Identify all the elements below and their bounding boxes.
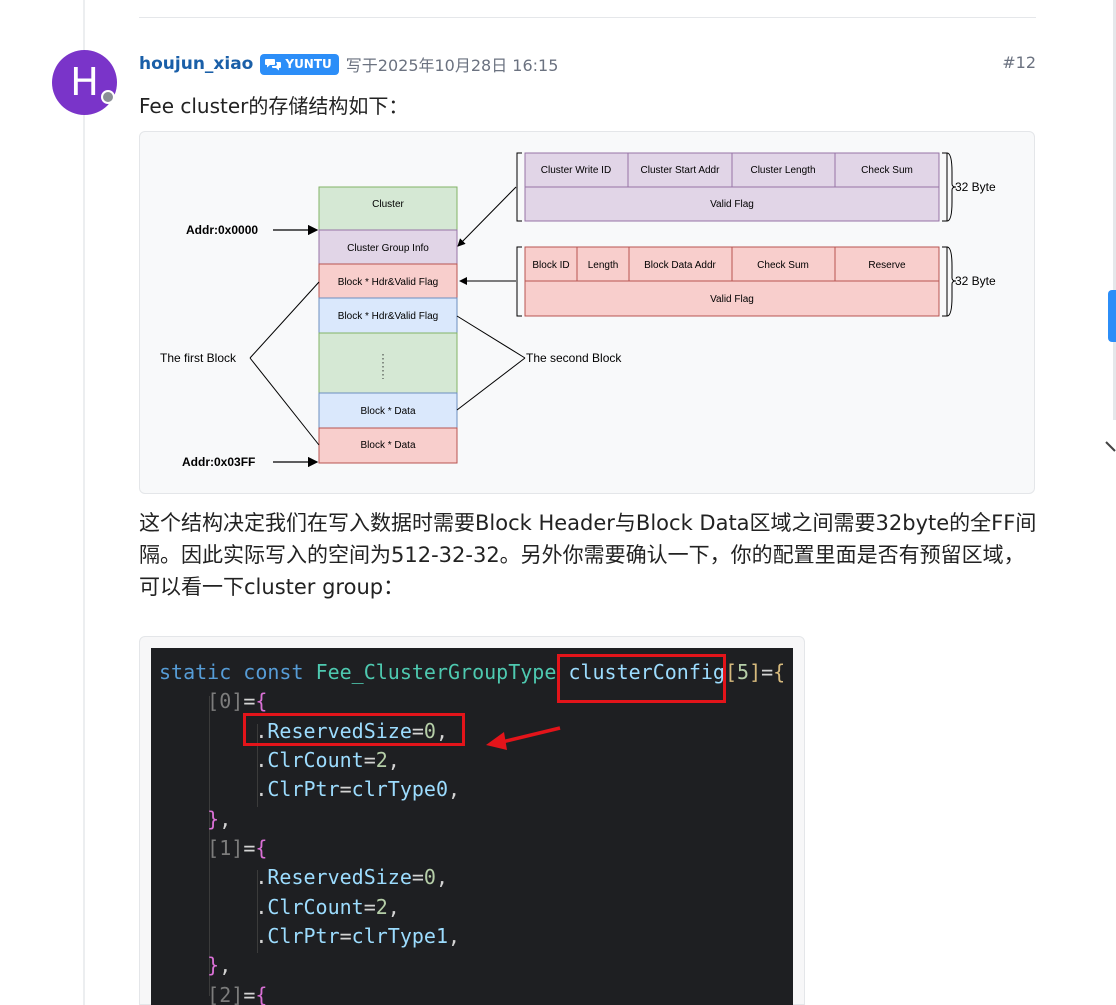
code-line-12: [2]={ xyxy=(207,983,268,1005)
red-arrow-icon xyxy=(486,726,561,750)
stack-label-1: Cluster Group Info xyxy=(347,243,429,254)
chevron-icon[interactable] xyxy=(1104,440,1116,462)
stack-label-5: Block * Data xyxy=(360,406,415,417)
stack-free-box xyxy=(318,332,458,394)
timeline-line xyxy=(83,0,85,1005)
cluster-size-label: 32 Byte xyxy=(955,180,996,194)
cluster-valid-flag: Valid Flag xyxy=(710,199,754,210)
indent-guide xyxy=(209,696,210,996)
block-field-4: Reserve xyxy=(868,260,906,271)
diagram-image[interactable]: Cluster Cluster Group Info Block * Hdr&V… xyxy=(139,131,1035,494)
second-block-line-up xyxy=(456,315,526,359)
stack-data2-box xyxy=(318,427,458,464)
avatar-letter: H xyxy=(70,60,99,104)
highlight-clusterconfig xyxy=(557,654,726,703)
status-dot xyxy=(101,90,115,104)
chat-bubbles-icon xyxy=(265,58,282,71)
intro-text: Fee cluster的存储结构如下： xyxy=(139,94,409,118)
post-header: houjun_xiao YUNTU 写于2025年10月28日 16:15 xyxy=(139,52,558,76)
cluster-field-3: Check Sum xyxy=(861,165,913,176)
code-line-8: .ReservedSize=0, xyxy=(255,865,449,889)
cluster-field-2: Cluster Length xyxy=(750,165,815,176)
post-divider xyxy=(139,17,1036,18)
cluster-field-0: Cluster Write ID xyxy=(541,165,611,176)
group-badge[interactable]: YUNTU xyxy=(260,53,339,75)
code-line-5: .ClrPtr=clrType0, xyxy=(255,777,461,801)
code-line-6: }, xyxy=(207,807,232,831)
stack-group-box xyxy=(318,229,458,265)
code-line-1: static const Fee_ClusterGroupType cluste… xyxy=(159,660,786,684)
storage-structure-diagram: Cluster Cluster Group Info Block * Hdr&V… xyxy=(160,152,996,469)
block-size-brace xyxy=(946,246,957,317)
badge-label: YUNTU xyxy=(285,57,332,71)
code-line-11: }, xyxy=(207,953,232,977)
cluster-size-brace xyxy=(946,152,957,222)
cluster-header-table xyxy=(516,152,948,222)
code-line-7: [1]={ xyxy=(207,836,268,860)
stack-label-3: Block * Hdr&Valid Flag xyxy=(338,311,438,322)
first-block-label: The first Block xyxy=(160,351,237,365)
first-block-line-up xyxy=(249,281,320,359)
scrollbar-track[interactable] xyxy=(1113,0,1116,420)
block-field-1: Length xyxy=(588,260,619,271)
username-link[interactable]: houjun_xiao xyxy=(139,54,254,74)
stack-label-6: Block * Data xyxy=(360,440,415,451)
body-text: 这个结构决定我们在写入数据时需要Block Header与Block Data区… xyxy=(139,511,1037,599)
stack-hdr2-box xyxy=(318,297,458,334)
indent-guide xyxy=(257,724,258,807)
second-block-line-down xyxy=(456,357,526,411)
block-size-label: 32 Byte xyxy=(955,274,996,288)
indent-guide xyxy=(257,870,258,953)
block-field-3: Check Sum xyxy=(757,260,809,271)
post-date: 写于2025年10月28日 16:15 xyxy=(345,56,559,75)
code-line-2: [0]={ xyxy=(207,689,268,713)
stack-cluster-box xyxy=(318,186,458,231)
stack-label-0: Cluster xyxy=(372,199,404,210)
cluster-field-1: Cluster Start Addr xyxy=(641,165,721,176)
scrollbar-handle[interactable] xyxy=(1108,290,1116,342)
post-number-link[interactable]: #12 xyxy=(1002,53,1036,72)
second-block-label: The second Block xyxy=(526,351,622,365)
block-header-table xyxy=(516,246,948,317)
code-line-4: .ClrCount=2, xyxy=(255,748,400,772)
first-block-line-down xyxy=(249,357,320,446)
block-valid-flag: Valid Flag xyxy=(710,294,754,305)
code-line-10: .ClrPtr=clrType1, xyxy=(255,924,461,948)
code-line-9: .ClrCount=2, xyxy=(255,895,400,919)
code-screenshot: static const Fee_ClusterGroupType cluste… xyxy=(151,648,793,1005)
addr-start-label: Addr:0x0000 xyxy=(186,223,258,237)
code-line-3: .ReservedSize=0, xyxy=(255,719,449,743)
avatar[interactable]: H xyxy=(52,50,117,115)
cluster-pointer-arrow xyxy=(457,186,517,247)
block-field-2: Block Data Addr xyxy=(644,260,716,271)
addr-end-label: Addr:0x03FF xyxy=(182,455,255,469)
stack-hdr1-box xyxy=(318,263,458,299)
block-field-0: Block ID xyxy=(532,260,569,271)
stack-label-2: Block * Hdr&Valid Flag xyxy=(338,277,438,288)
highlight-reservedsize xyxy=(243,713,465,746)
